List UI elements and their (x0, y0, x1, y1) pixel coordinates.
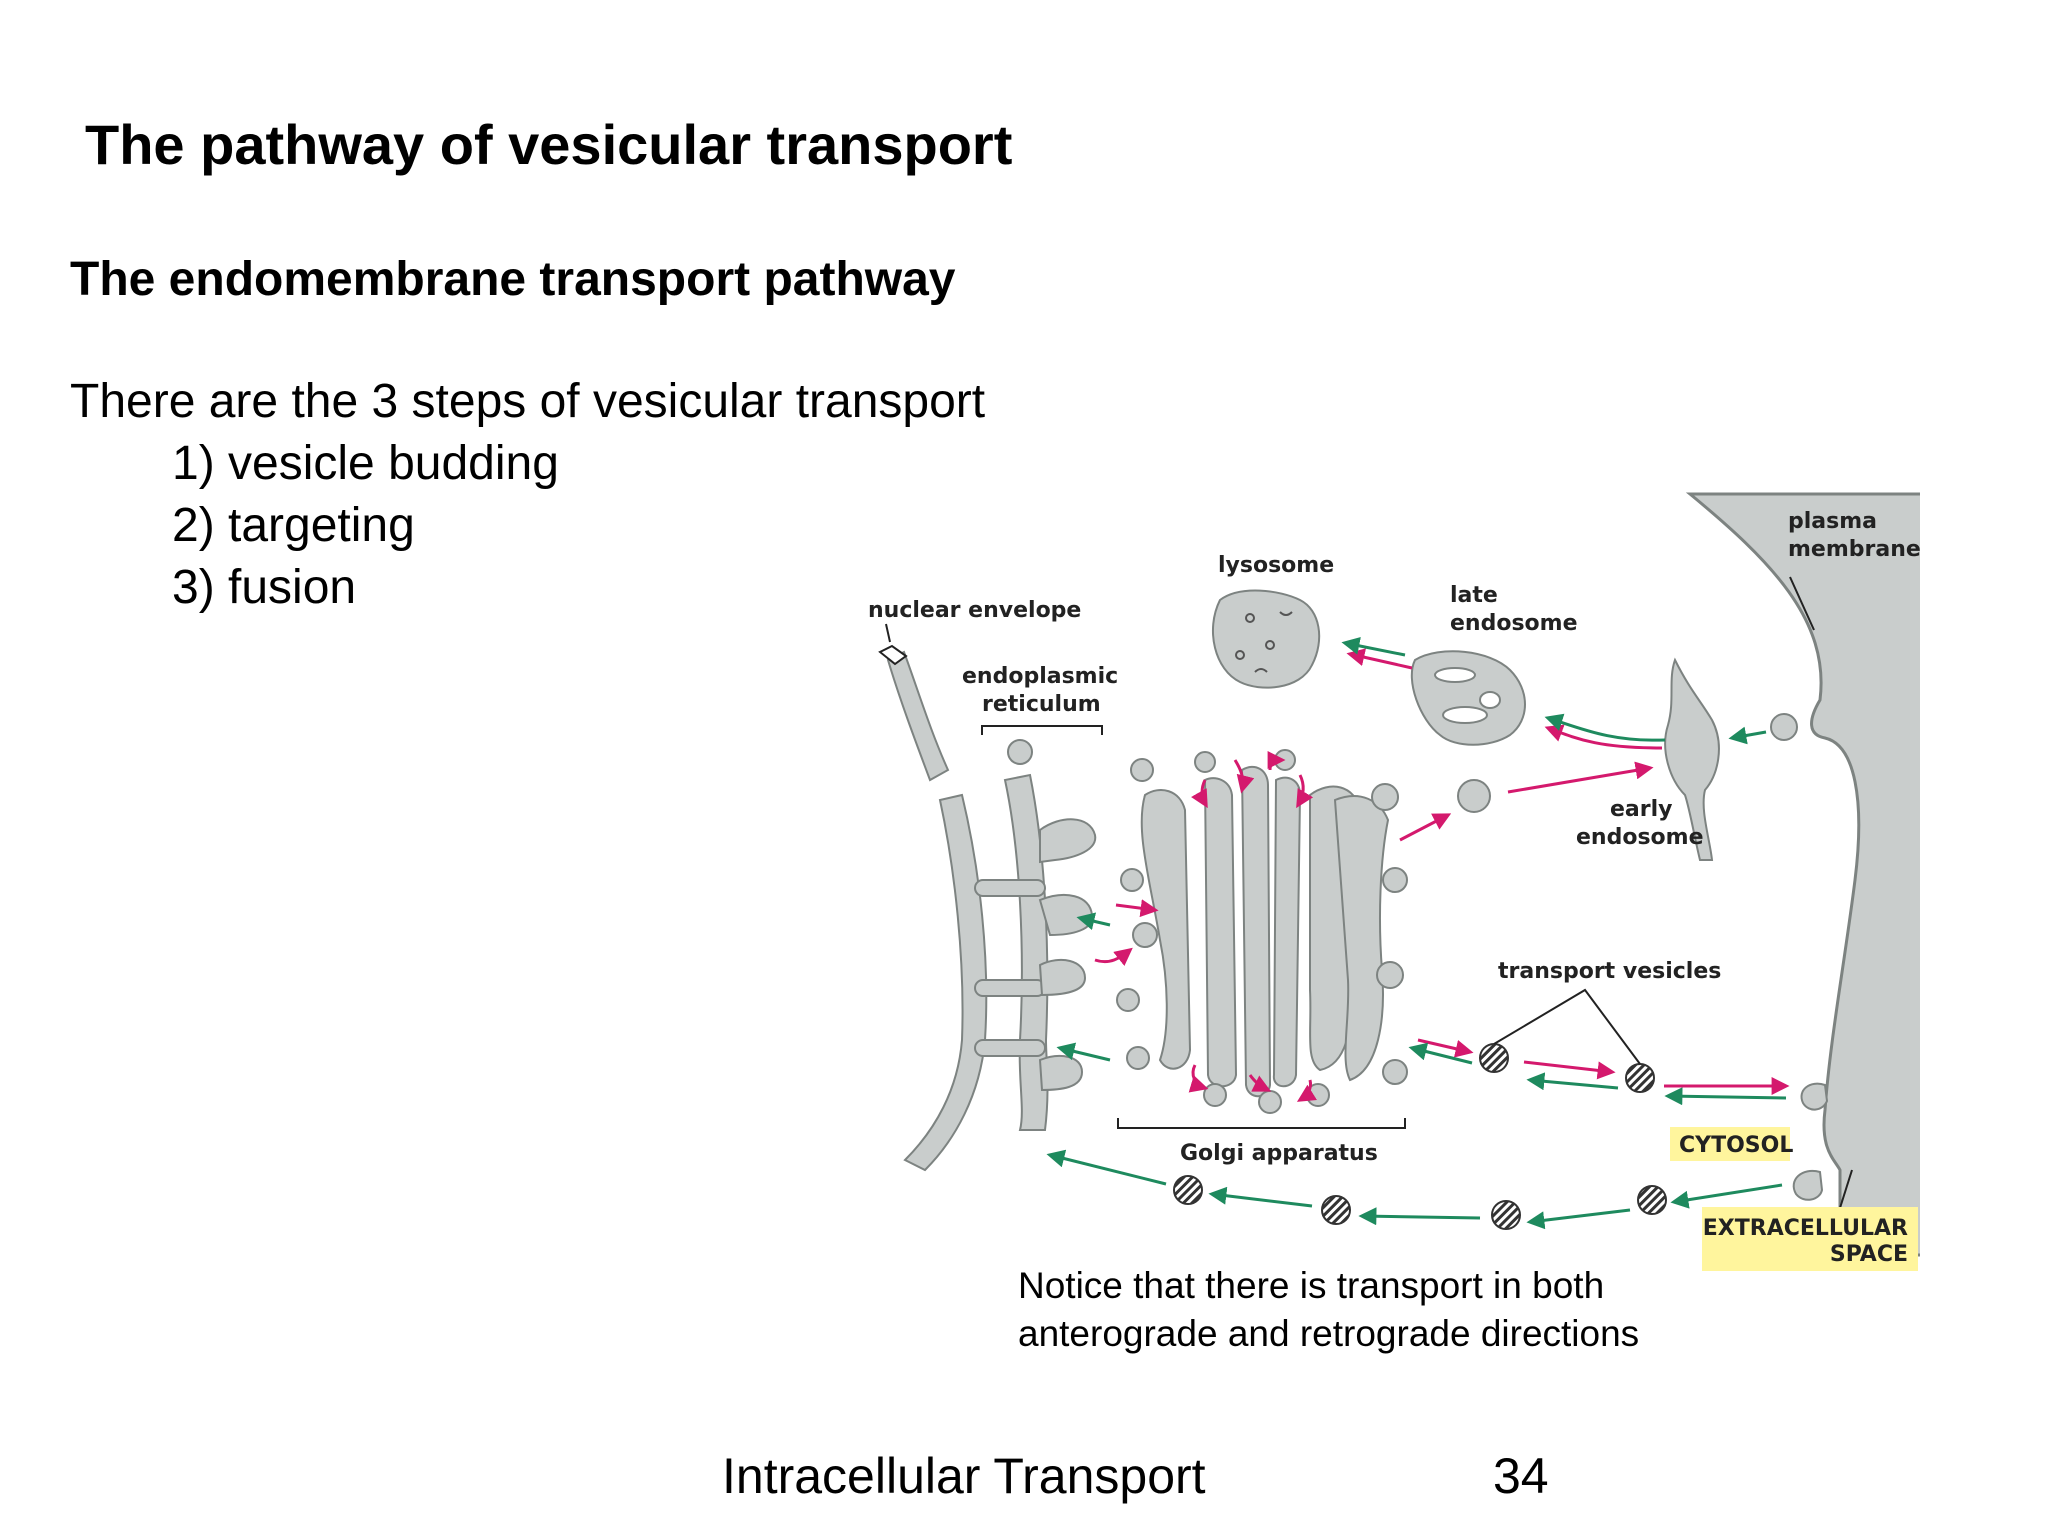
retrograde-arrow (1341, 636, 1406, 657)
label-early: early (1610, 797, 1673, 822)
label-space: SPACE (1830, 1242, 1908, 1267)
transport-vesicle (1637, 1185, 1667, 1215)
retrograde-arrow (1544, 713, 1666, 742)
late-endosome (1410, 650, 1526, 746)
anterograde-arrow (1115, 899, 1159, 918)
transport-vesicles-pointer (1493, 988, 1641, 1065)
note-line-1: Notice that there is transport in both (1018, 1265, 1605, 1306)
plasma-membrane-pointer (1789, 576, 1815, 631)
early-endosome (1664, 657, 1720, 861)
retrograde-arrow (1358, 1207, 1481, 1226)
diagram-note: Notice that there is transport in both a… (1018, 1262, 1778, 1358)
retrograde-arrow (1056, 1042, 1111, 1062)
retrograde-arrow (1526, 1072, 1619, 1091)
label-plasma: plasma (1788, 509, 1877, 534)
anterograde-arrow (1296, 1079, 1317, 1102)
endocytic-vesicle (1770, 713, 1798, 741)
label-lysosome: lysosome (1218, 553, 1334, 578)
extracellular-pointer (1839, 1169, 1853, 1209)
label-early-endosome: endosome (1576, 825, 1704, 850)
section-heading: The endomembrane transport pathway (70, 253, 956, 306)
intro-text: There are the 3 steps of vesicular trans… (70, 375, 986, 428)
step-targeting: 2) targeting (172, 499, 415, 552)
anterograde-arrow (1523, 1060, 1616, 1080)
anterograde-arrow (1417, 1038, 1474, 1058)
transport-vesicle (1625, 1063, 1655, 1093)
retrograde-arrow (1208, 1186, 1313, 1208)
anterograde-arrow (1094, 947, 1133, 967)
transport-vesicle (1321, 1195, 1351, 1225)
anterograde-arrow (1346, 648, 1413, 670)
step-fusion: 3) fusion (172, 561, 357, 614)
lysosome (1212, 589, 1321, 689)
transport-vesicle (1479, 1043, 1509, 1073)
label-nuclear-envelope: nuclear envelope (868, 598, 1081, 623)
cytosol-highlight (1670, 1127, 1790, 1161)
anterograde-arrow (1248, 1074, 1272, 1092)
transport-vesicle (1173, 1175, 1203, 1205)
plasma-membrane (1685, 492, 1920, 1257)
label-membrane: membrane (1788, 537, 1920, 562)
retrograde-arrow (1728, 726, 1767, 745)
label-late: late (1450, 583, 1498, 608)
label-endoplasmic: endoplasmic (962, 664, 1118, 689)
anterograde-arrow (1296, 774, 1314, 809)
retrograde-arrow (1076, 912, 1111, 931)
retrograde-arrow (1664, 1087, 1787, 1106)
transport-vesicle (1491, 1200, 1521, 1230)
label-extracellular: EXTRACELLULAR (1703, 1216, 1908, 1241)
endoplasmic-reticulum (903, 739, 1097, 1172)
anterograde-arrow (1191, 779, 1208, 809)
extracellular-highlight (1702, 1207, 1918, 1271)
retrograde-arrow (1670, 1183, 1783, 1209)
anterograde-arrow (1188, 1064, 1209, 1093)
page-number: 34 (1493, 1448, 1549, 1504)
anterograde-arrow (1233, 759, 1255, 794)
retrograde-arrow (1046, 1149, 1167, 1186)
endocytic-vesicle (1457, 779, 1491, 813)
label-cytosol: CYTOSOL (1679, 1133, 1793, 1158)
label-golgi-apparatus: Golgi apparatus (1180, 1141, 1378, 1166)
step-vesicle-budding: 1) vesicle budding (172, 437, 559, 490)
footer-title: Intracellular Transport (722, 1448, 1206, 1504)
retrograde-arrow (1526, 1208, 1631, 1230)
label-reticulum: reticulum (982, 692, 1101, 717)
slide-title: The pathway of vesicular transport (85, 113, 1013, 176)
nuclear-envelope (886, 650, 950, 782)
label-late-endosome: endosome (1450, 611, 1578, 636)
note-line-2: anterograde and retrograde directions (1018, 1313, 1640, 1354)
anterograde-arrow (1399, 813, 1452, 842)
golgi-apparatus (1116, 749, 1408, 1114)
anterograde-arrow (1507, 761, 1654, 794)
label-transport-vesicles: transport vesicles (1498, 959, 1721, 984)
anterograde-arrow (1544, 724, 1663, 750)
anterograde-arrow (1267, 751, 1286, 771)
retrograde-arrow (1408, 1042, 1473, 1065)
vesicular-transport-diagram: plasma membrane nuclear envelope endopla… (868, 492, 1920, 1271)
